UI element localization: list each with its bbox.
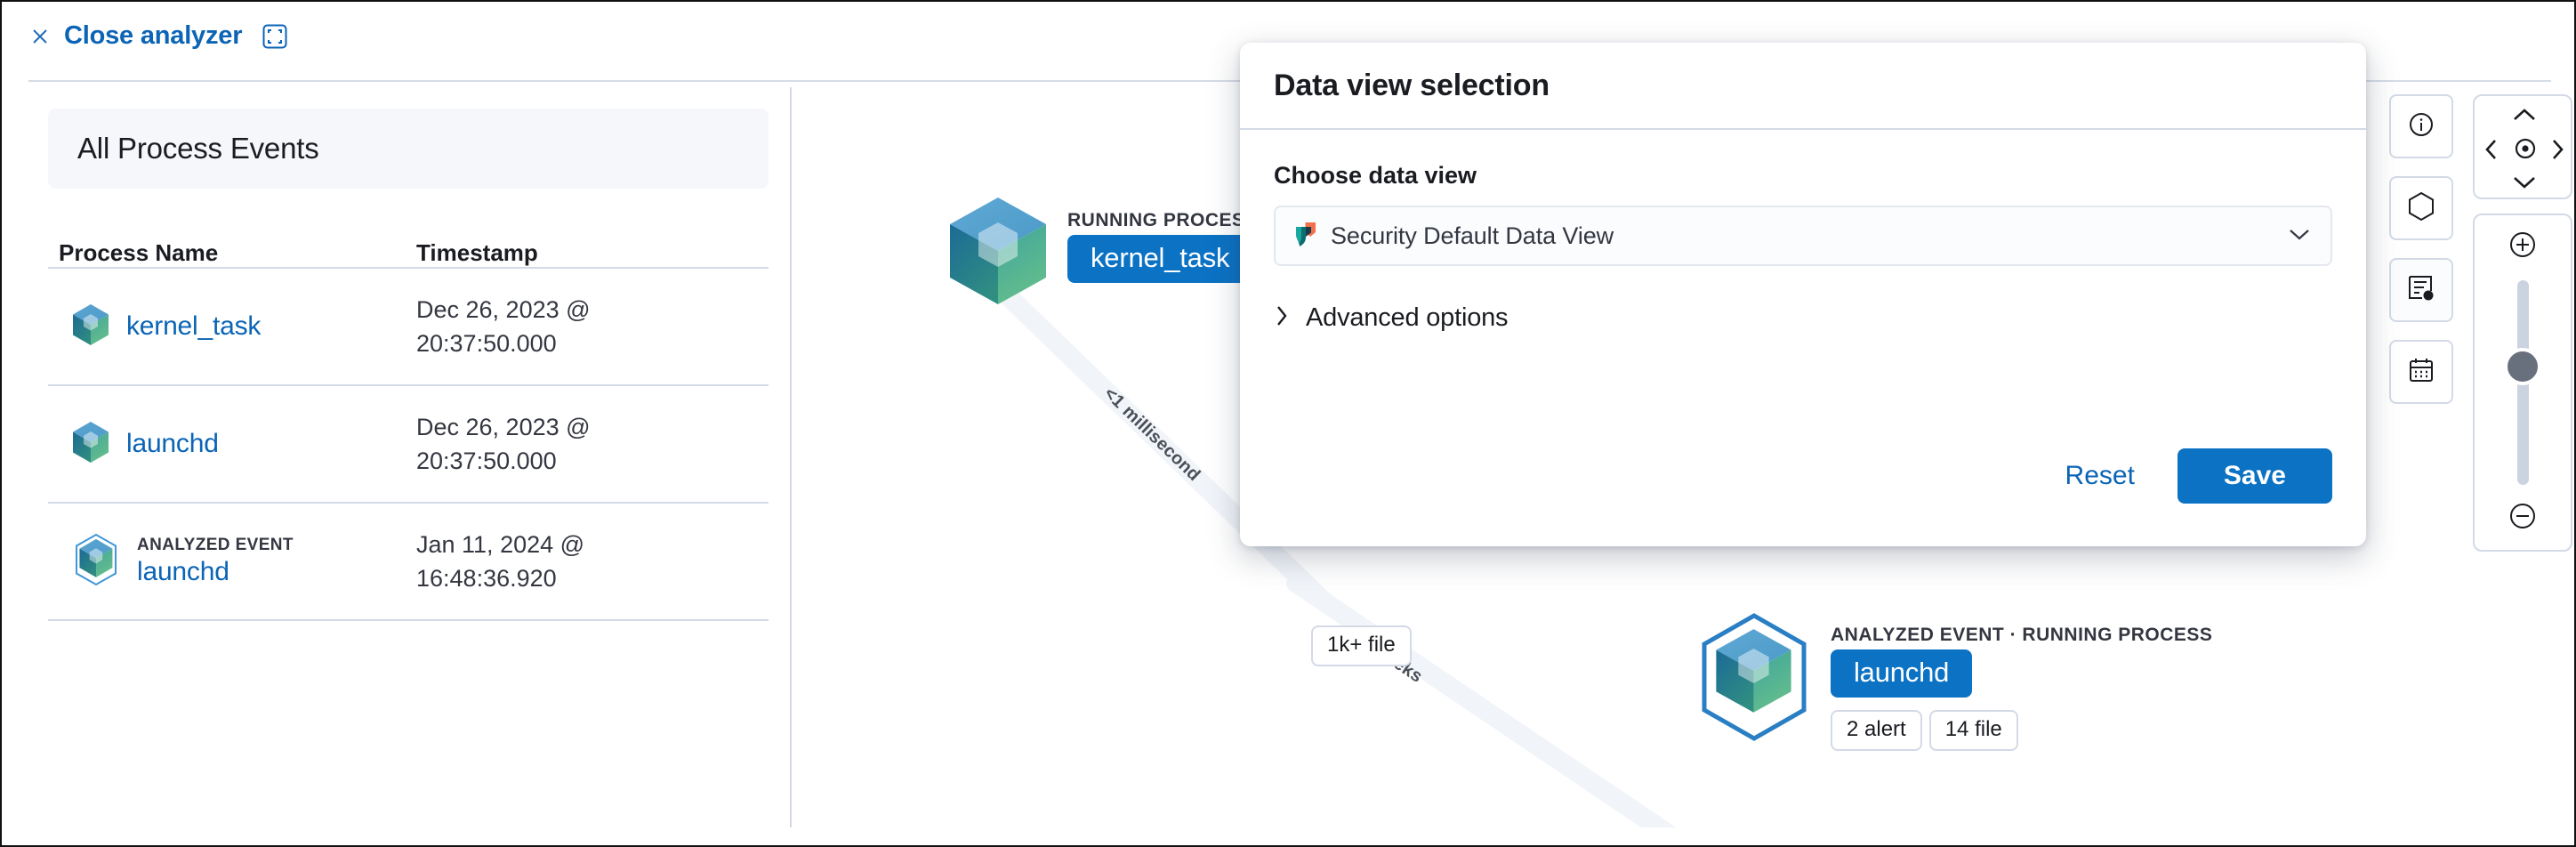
date-picker-button[interactable]: [2389, 340, 2453, 404]
graph-edge: [1282, 569, 1707, 827]
process-cube-icon: [71, 421, 110, 468]
center-target-button[interactable]: [2510, 133, 2540, 164]
page-title: All Process Events: [77, 132, 319, 165]
hexagon-icon: [2405, 190, 2437, 228]
zoom-out-button[interactable]: [2506, 499, 2540, 537]
save-button[interactable]: Save: [2177, 448, 2332, 504]
column-header-process-name: Process Name: [59, 239, 219, 266]
zoom-slider-thumb[interactable]: [2504, 347, 2541, 385]
data-view-selected-value: Security Default Data View: [1331, 222, 1614, 249]
cell-process-name: kernel_task: [48, 303, 404, 351]
cell-timestamp: Dec 26, 2023 @ 20:37:50.000: [416, 413, 591, 474]
pan-right-button[interactable]: [2546, 135, 2569, 164]
modal-footer: Reset Save: [2046, 448, 2332, 504]
analyzed-process-cube-icon: [1694, 612, 1815, 746]
modal-title: Data view selection: [1274, 68, 1550, 102]
chevron-right-icon: [1274, 303, 1290, 333]
cell-timestamp: Jan 11, 2024 @ 16:48:36.920: [416, 530, 585, 592]
table-row[interactable]: launchd Dec 26, 2023 @ 20:37:50.000: [48, 386, 769, 504]
pan-down-button[interactable]: [2508, 171, 2540, 194]
process-name-link[interactable]: launchd: [137, 557, 229, 586]
advanced-options-label: Advanced options: [1306, 303, 1509, 332]
node-legend-button[interactable]: [2389, 176, 2453, 240]
schema-settings-button[interactable]: [2389, 258, 2453, 322]
process-events-panel: All Process Events Process Name Timestam…: [28, 87, 792, 827]
alert-count-badge[interactable]: 2 alert: [1831, 710, 1922, 751]
process-cube-icon: [71, 303, 110, 351]
graph-tool-buttons: [2389, 94, 2453, 422]
data-view-selection-modal: Data view selection Choose data view Sec…: [1240, 43, 2366, 546]
cell-timestamp: Dec 26, 2023 @ 20:37:50.000: [416, 295, 591, 357]
column-header-timestamp: Timestamp: [416, 239, 538, 266]
graph-node-label[interactable]: launchd: [1831, 649, 1973, 698]
close-x-icon[interactable]: [28, 25, 52, 48]
table-row[interactable]: kernel_task Dec 26, 2023 @ 20:37:50.000: [48, 269, 769, 386]
pan-control[interactable]: [2473, 94, 2572, 199]
zoom-control[interactable]: [2473, 214, 2572, 552]
modal-header: Data view selection: [1240, 43, 2366, 130]
panel-title-box: All Process Events: [48, 109, 769, 189]
process-name-link[interactable]: launchd: [126, 429, 219, 458]
process-name-link[interactable]: kernel_task: [126, 311, 262, 341]
choose-data-view-label: Choose data view: [1274, 162, 1477, 189]
analyzed-event-tag: ANALYZED EVENT: [137, 536, 294, 554]
calendar-icon: [2405, 354, 2437, 391]
cell-process-name: ANALYZED EVENT launchd: [48, 533, 404, 591]
reset-button[interactable]: Reset: [2046, 452, 2154, 500]
info-circle-icon: [2405, 109, 2437, 145]
table-row[interactable]: ANALYZED EVENT launchd Jan 11, 2024 @ 16…: [48, 504, 769, 621]
cell-process-name: launchd: [48, 421, 404, 468]
settings-list-icon: [2404, 271, 2438, 310]
fullscreen-expand-icon[interactable]: [262, 23, 288, 50]
graph-node-kind: RUNNING PROCESS: [1067, 210, 1259, 230]
process-name-stack: ANALYZED EVENT launchd: [137, 536, 294, 587]
data-view-select[interactable]: Security Default Data View: [1274, 206, 2332, 266]
graph-node-kernel-task[interactable]: RUNNING PROCESS kernel_task: [945, 194, 1258, 312]
modal-body: Choose data view Security Default Data V…: [1240, 130, 2366, 333]
graph-node-text: ANALYZED EVENT · RUNNING PROCESS launchd…: [1831, 625, 2212, 751]
elastic-security-logo-icon: [1293, 221, 1318, 252]
graph-node-badges: 2 alert 14 file: [1831, 710, 2018, 751]
zoom-in-button[interactable]: [2506, 228, 2540, 266]
process-cube-icon: [945, 194, 1051, 312]
graph-node-kind: ANALYZED EVENT · RUNNING PROCESS: [1831, 625, 2213, 645]
pan-left-button[interactable]: [2480, 135, 2503, 164]
close-analyzer-button[interactable]: Close analyzer: [64, 21, 243, 50]
graph-node-label[interactable]: kernel_task: [1067, 235, 1253, 283]
file-count-badge[interactable]: 14 file: [1928, 710, 2018, 751]
edge-file-badge[interactable]: 1k+ file: [1311, 625, 1412, 666]
info-button[interactable]: [2389, 94, 2453, 158]
zoom-slider-track[interactable]: [2504, 280, 2541, 485]
process-events-table: Process Name Timestamp: [48, 221, 769, 621]
chevron-down-icon[interactable]: [2286, 225, 2313, 247]
graph-node-launchd[interactable]: ANALYZED EVENT · RUNNING PROCESS launchd…: [1694, 612, 2212, 751]
advanced-options-toggle[interactable]: Advanced options: [1274, 303, 2332, 333]
table-header-row: Process Name Timestamp: [48, 221, 769, 269]
graph-edge-label: <1 millisecond: [1099, 383, 1204, 486]
analyzed-process-cube-icon: [71, 533, 121, 591]
pan-up-button[interactable]: [2508, 103, 2540, 126]
graph-node-text: RUNNING PROCESS kernel_task: [1067, 210, 1258, 283]
